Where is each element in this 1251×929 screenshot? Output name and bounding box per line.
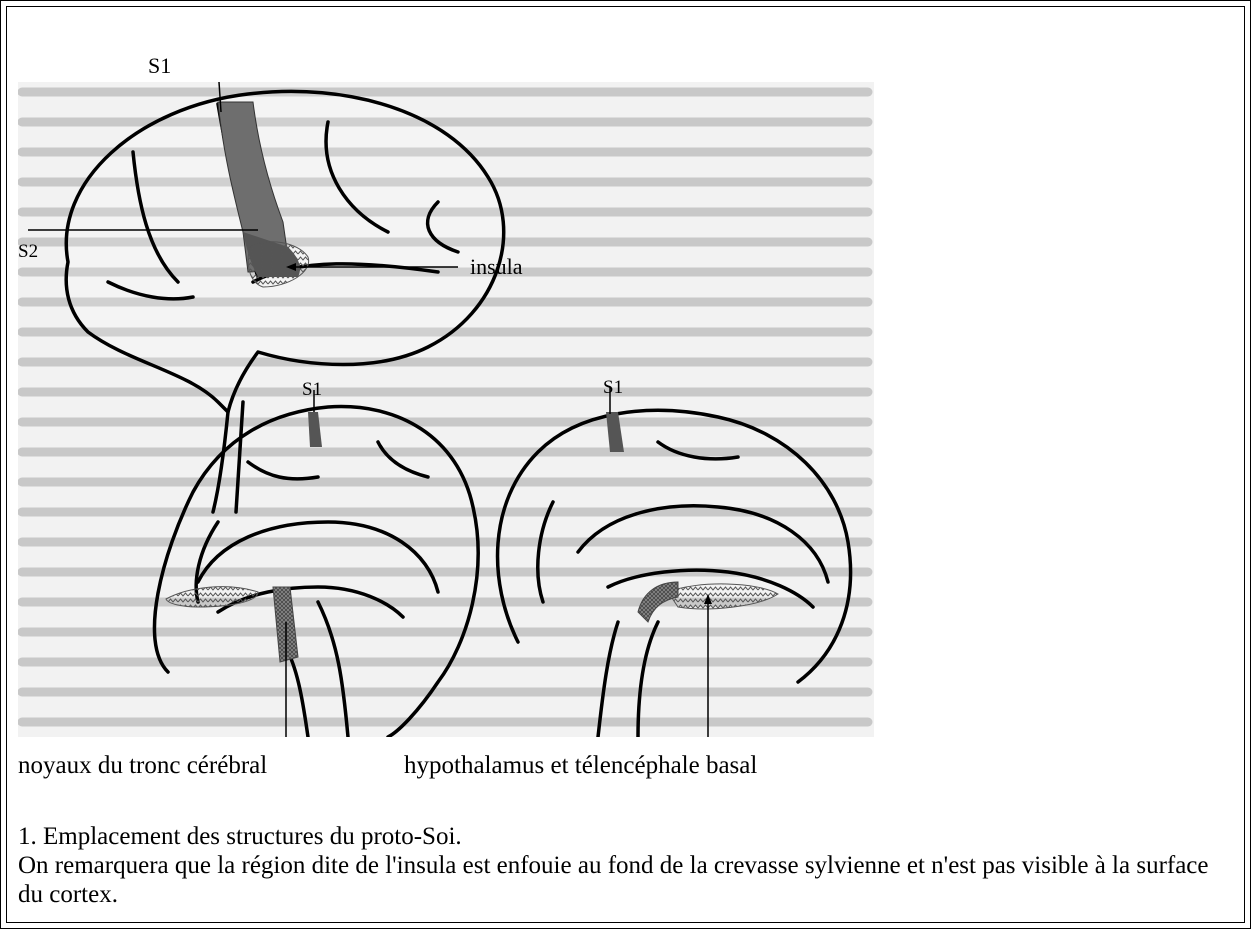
label-s1-lateral: S1 <box>148 55 171 77</box>
brain-figure: S1 S2 insula S1 S1 <box>18 82 874 737</box>
label-s2: S2 <box>18 242 38 261</box>
label-s1-medial-right: S1 <box>603 378 623 397</box>
label-s1-medial-left: S1 <box>302 380 322 399</box>
caption-title: 1. Emplacement des structures du proto-S… <box>18 822 1233 851</box>
label-brainstem-nuclei: noyaux du tronc cérébral <box>18 752 267 780</box>
caption-note: On remarquera que la région dite de l'in… <box>18 851 1233 909</box>
label-insula: insula <box>470 256 523 278</box>
figure-caption: 1. Emplacement des structures du proto-S… <box>18 822 1233 909</box>
label-hypothalamus-basal-forebrain: hypothalamus et télencéphale basal <box>404 752 757 780</box>
brain-diagram <box>18 82 874 737</box>
